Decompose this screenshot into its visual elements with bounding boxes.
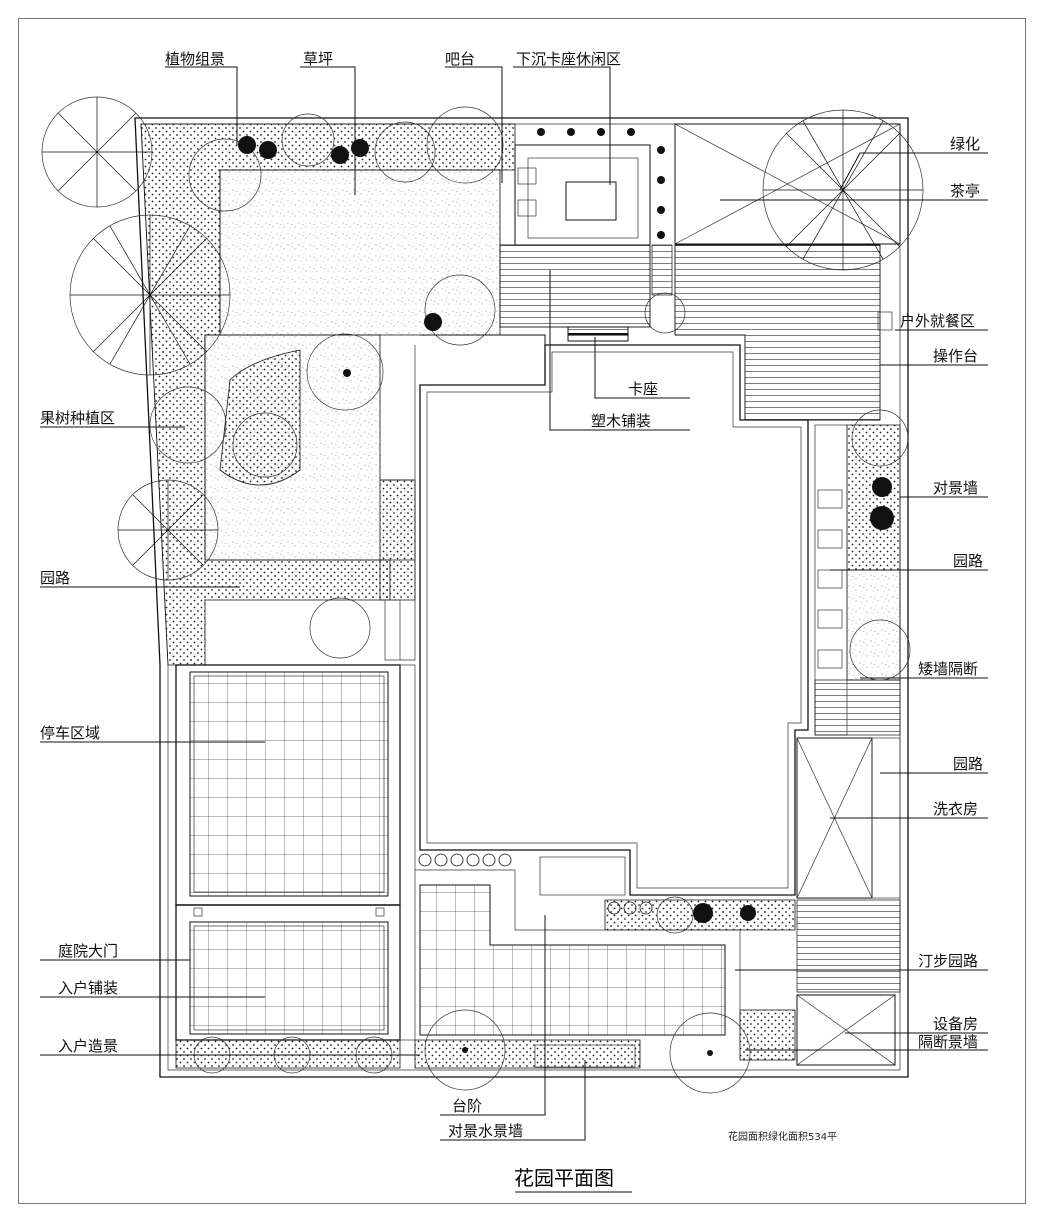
label-laundry: 洗衣房 [933,800,978,818]
label-stepping-path: 汀步园路 [918,952,978,970]
label-entry-paving: 入户铺装 [58,979,118,997]
label-greening: 绿化 [950,135,980,153]
label-fruit-trees: 果树种植区 [40,409,115,427]
wpc-decking [499,244,881,421]
label-booth: 卡座 [628,380,658,398]
label-entry-landscape: 入户造景 [58,1037,118,1055]
label-path-left: 园路 [40,569,70,587]
label-plant-group: 植物组景 [165,50,225,68]
label-low-wall: 矮墙隔断 [918,660,978,678]
label-lawn: 草坪 [303,50,333,68]
booth-bench [567,326,629,342]
label-bar: 吧台 [445,50,475,68]
label-area-note: 花园面积绿化面积534平 [728,1130,837,1143]
equipment-room [796,899,901,1066]
label-partition-wall: 隔断景墙 [918,1033,978,1051]
house-footprint [384,334,809,896]
label-path-right-1: 园路 [953,552,983,570]
plan-labels: 植物组景 草坪 吧台 下沉卡座休闲区 绿化 茶亭 户外就餐区 操作台 卡座 塑木… [40,50,983,1190]
label-steps: 台阶 [452,1097,482,1115]
label-outdoor-dining: 户外就餐区 [900,312,975,330]
plan-title: 花园平面图 [514,1166,614,1190]
drawing-frame [18,18,1026,1204]
label-equipment-room: 设备房 [933,1015,978,1033]
label-gate: 庭院大门 [58,942,118,960]
label-water-wall: 对景水景墙 [448,1122,523,1140]
entry-paving-garden [415,869,741,1068]
label-counter: 操作台 [933,347,978,365]
label-wpc-paving: 塑木铺装 [591,412,651,430]
label-view-wall-right: 对景墙 [933,479,978,497]
shrub-rows [418,128,665,915]
parking-area [175,664,416,1041]
leader-lines [40,66,988,1193]
label-tea-pavilion: 茶亭 [950,182,980,200]
lawn-areas [204,169,901,681]
label-parking: 停车区域 [40,724,100,742]
side-path-right [814,424,901,736]
label-path-right-2: 园路 [953,755,983,773]
sunken-seating-area [514,144,651,246]
label-sunken-seating: 下沉卡座休闲区 [516,50,621,68]
trees-large [41,96,924,581]
